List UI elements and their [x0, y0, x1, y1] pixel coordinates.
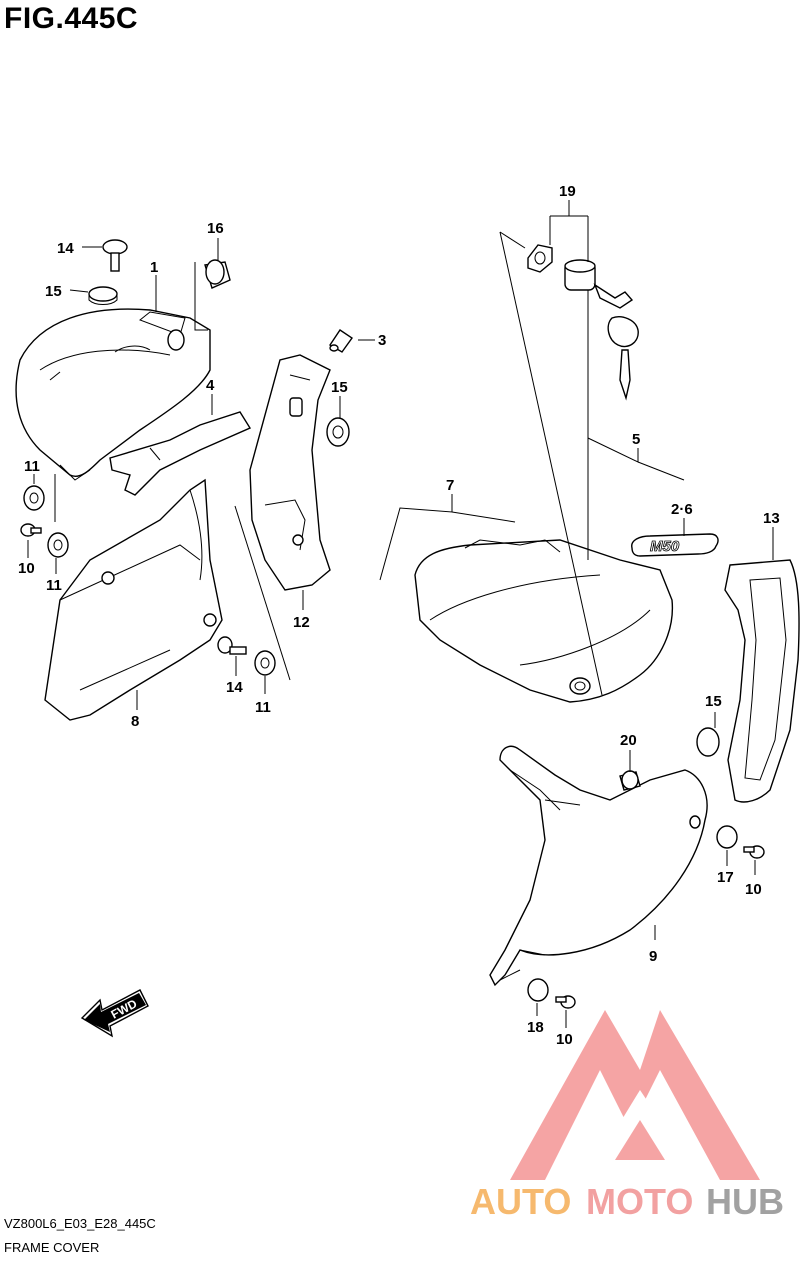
- part-11-grommet-c: [254, 650, 276, 676]
- fwd-arrow: FWD: [80, 989, 149, 1038]
- callout-7: 7: [446, 477, 454, 494]
- callout-11-a: 11: [24, 458, 40, 475]
- callout-16: 16: [207, 220, 224, 237]
- watermark-logo: [510, 1010, 760, 1180]
- part-10-screw-c: [555, 995, 576, 1009]
- callout-15-mid: 15: [331, 379, 348, 396]
- part-10-screw-a: [20, 523, 42, 537]
- callout-10-a: 10: [18, 560, 35, 577]
- callout-1: 1: [150, 259, 158, 276]
- callout-5: 5: [632, 431, 640, 448]
- part-12-brace: [249, 354, 331, 591]
- callout-10-bottom: 10: [556, 1031, 573, 1048]
- callout-11-b: 11: [46, 577, 62, 594]
- leader-lines: [27, 200, 774, 1028]
- callout-3: 3: [378, 332, 386, 349]
- part-10-screw-b: [743, 845, 765, 859]
- watermark-hub: HUB: [706, 1181, 784, 1222]
- watermark-auto: AUTO: [470, 1181, 571, 1222]
- callout-15-top: 15: [45, 283, 62, 300]
- part-11-grommet-a: [23, 485, 45, 511]
- part-9-lower-cover: [489, 745, 708, 987]
- callout-13: 13: [763, 510, 780, 527]
- part-11-grommet-b: [47, 532, 69, 558]
- part-8-lower-cover: [44, 478, 223, 721]
- figure-title: FIG.445C: [4, 2, 139, 35]
- part-4-bracket: [109, 411, 252, 496]
- callout-19: 19: [559, 183, 576, 200]
- emblem-text: M50: [650, 538, 680, 555]
- part-15-grommet-mid: [326, 417, 350, 447]
- part-16-grommet: [204, 259, 231, 289]
- callout-15-right: 15: [705, 693, 722, 710]
- part-18-grommet: [527, 978, 549, 1002]
- callout-14-b: 14: [226, 679, 243, 696]
- callout-8: 8: [131, 713, 139, 730]
- watermark-text: AUTO MOTO HUB: [470, 1181, 784, 1222]
- callout-12: 12: [293, 614, 310, 631]
- callout-11-c: 11: [255, 699, 271, 716]
- callout-10-right: 10: [745, 881, 762, 898]
- callout-14-top: 14: [57, 240, 74, 257]
- figure-name: FRAME COVER: [4, 1240, 100, 1255]
- watermark-moto: MOTO: [586, 1181, 693, 1222]
- callout-2-6: 2·6: [671, 501, 693, 518]
- callout-4: 4: [206, 377, 215, 394]
- part-3-collar: [329, 329, 353, 353]
- part-2-6-emblem: M50: [631, 533, 719, 557]
- callout-20: 20: [620, 732, 637, 749]
- part-7-side-cover: [414, 539, 674, 703]
- part-1-frame-cover: [15, 308, 211, 481]
- part-14-bolt: [102, 239, 128, 272]
- callout-9: 9: [649, 948, 657, 965]
- part-14-bolt-b: [217, 636, 247, 655]
- figure-code: VZ800L6_E03_E28_445C: [4, 1216, 156, 1231]
- part-20-grommet: [619, 770, 641, 791]
- part-15-grommet: [88, 286, 118, 305]
- callout-17: 17: [717, 869, 734, 886]
- part-17-grommet: [716, 825, 738, 849]
- part-19-lock-set: [527, 244, 639, 401]
- part-15-grommet-right: [696, 727, 720, 757]
- part-13-trim: [724, 559, 800, 803]
- callout-18: 18: [527, 1019, 544, 1036]
- callout-labels: 14 15 1 16 3 4 15 11 10 11 8 12 14 11 19…: [18, 183, 780, 1048]
